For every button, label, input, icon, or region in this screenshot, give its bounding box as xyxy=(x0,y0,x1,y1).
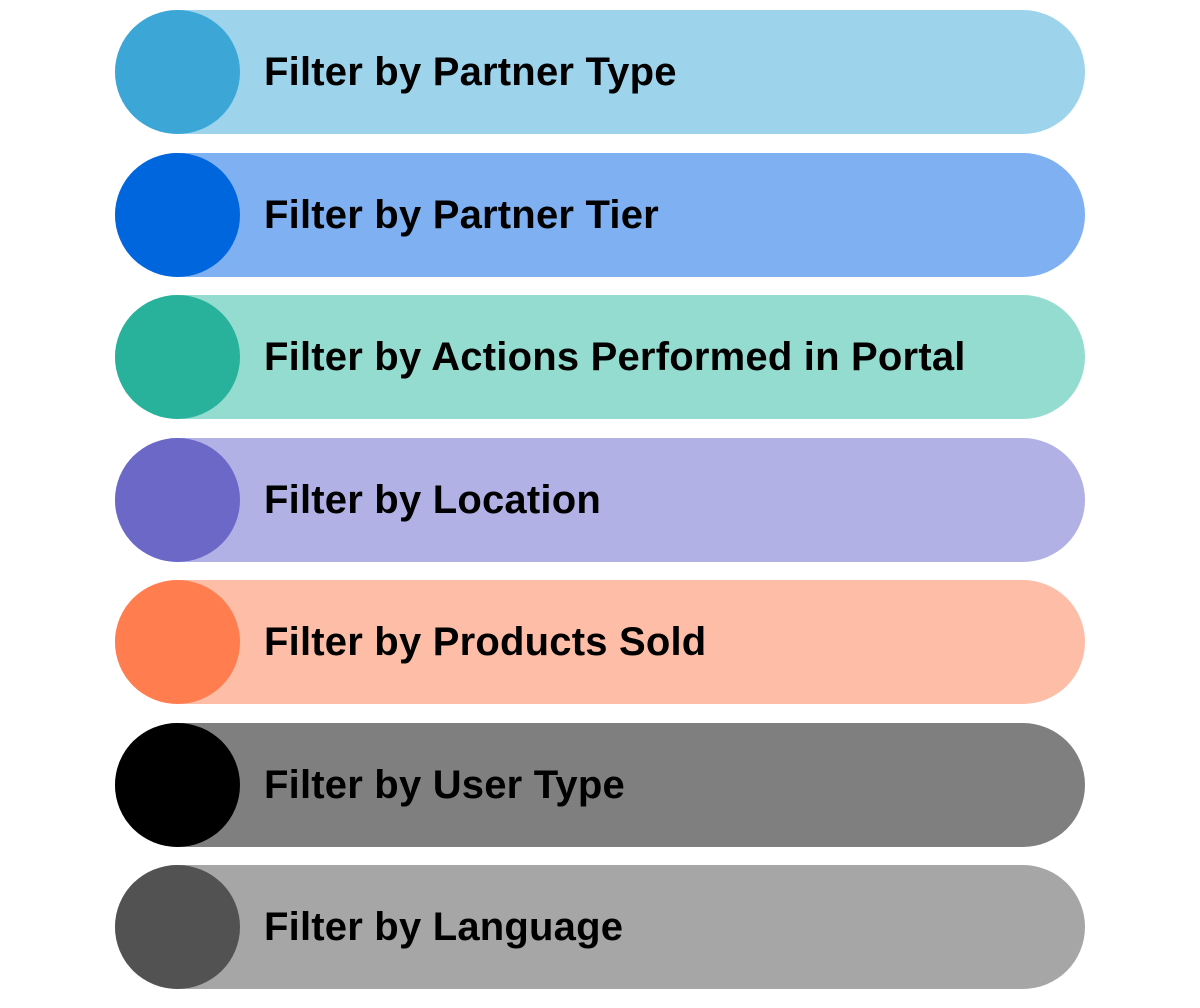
filter-list: Filter by Partner Type Filter by Partner… xyxy=(115,10,1085,1008)
filter-partner-type[interactable]: Filter by Partner Type xyxy=(115,10,1085,134)
filter-user-type[interactable]: Filter by User Type xyxy=(115,722,1085,847)
products-circle-icon xyxy=(115,580,240,704)
location-circle-icon xyxy=(115,437,240,562)
filter-label: Filter by Partner Tier xyxy=(264,192,659,237)
user-type-circle-icon xyxy=(115,722,240,847)
partner-tier-circle-icon xyxy=(115,152,240,277)
filter-label: Filter by Location xyxy=(264,477,601,522)
filter-label: Filter by Partner Type xyxy=(264,50,677,94)
filter-label: Filter by User Type xyxy=(264,762,625,807)
filter-label: Filter by Language xyxy=(264,905,624,949)
language-circle-icon xyxy=(115,865,240,989)
partner-type-circle-icon xyxy=(115,10,240,134)
actions-circle-icon xyxy=(115,295,240,419)
filter-actions-performed[interactable]: Filter by Actions Performed in Portal xyxy=(115,295,1085,419)
filter-label: Filter by Products Sold xyxy=(264,620,707,664)
filter-products-sold[interactable]: Filter by Products Sold xyxy=(115,580,1085,704)
filter-language[interactable]: Filter by Language xyxy=(115,865,1085,989)
filter-label: Filter by Actions Performed in Portal xyxy=(264,335,966,379)
filter-partner-tier[interactable]: Filter by Partner Tier xyxy=(115,152,1085,277)
filter-location[interactable]: Filter by Location xyxy=(115,437,1085,562)
